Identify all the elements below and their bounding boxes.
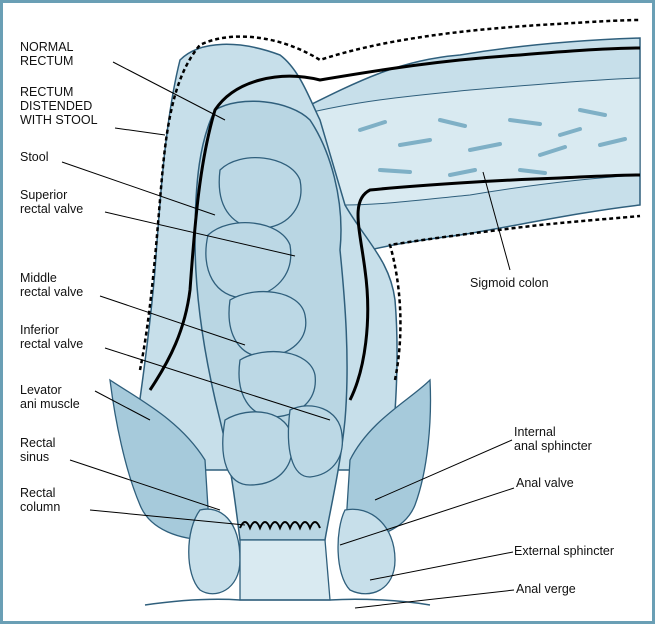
anal-canal bbox=[240, 540, 330, 600]
internal-anal-sphincter-label: Internal anal sphincter bbox=[514, 425, 592, 453]
middle-rectal-valve-label: Middle rectal valve bbox=[20, 271, 83, 299]
anal-valve-label: Anal valve bbox=[516, 476, 574, 490]
rectal-sinus-label: Rectal sinus bbox=[20, 436, 55, 464]
sigmoid-colon-label: Sigmoid colon bbox=[470, 276, 549, 290]
inferior-rectal-valve-label: Inferior rectal valve bbox=[20, 323, 83, 351]
stool-label: Stool bbox=[20, 150, 49, 164]
rectum-distended-label: RECTUM DISTENDED WITH STOOL bbox=[20, 85, 98, 127]
distended-rectum-outline-lower bbox=[390, 216, 640, 380]
rectal-column-label: Rectal column bbox=[20, 486, 60, 514]
anal-verge-label: Anal verge bbox=[516, 582, 576, 596]
external-sphincter-label: External sphincter bbox=[514, 544, 614, 558]
normal-rectum-label: NORMAL RECTUM bbox=[20, 40, 73, 68]
superior-rectal-valve-label: Superior rectal valve bbox=[20, 188, 83, 216]
levator-ani-muscle-label: Levator ani muscle bbox=[20, 383, 80, 411]
